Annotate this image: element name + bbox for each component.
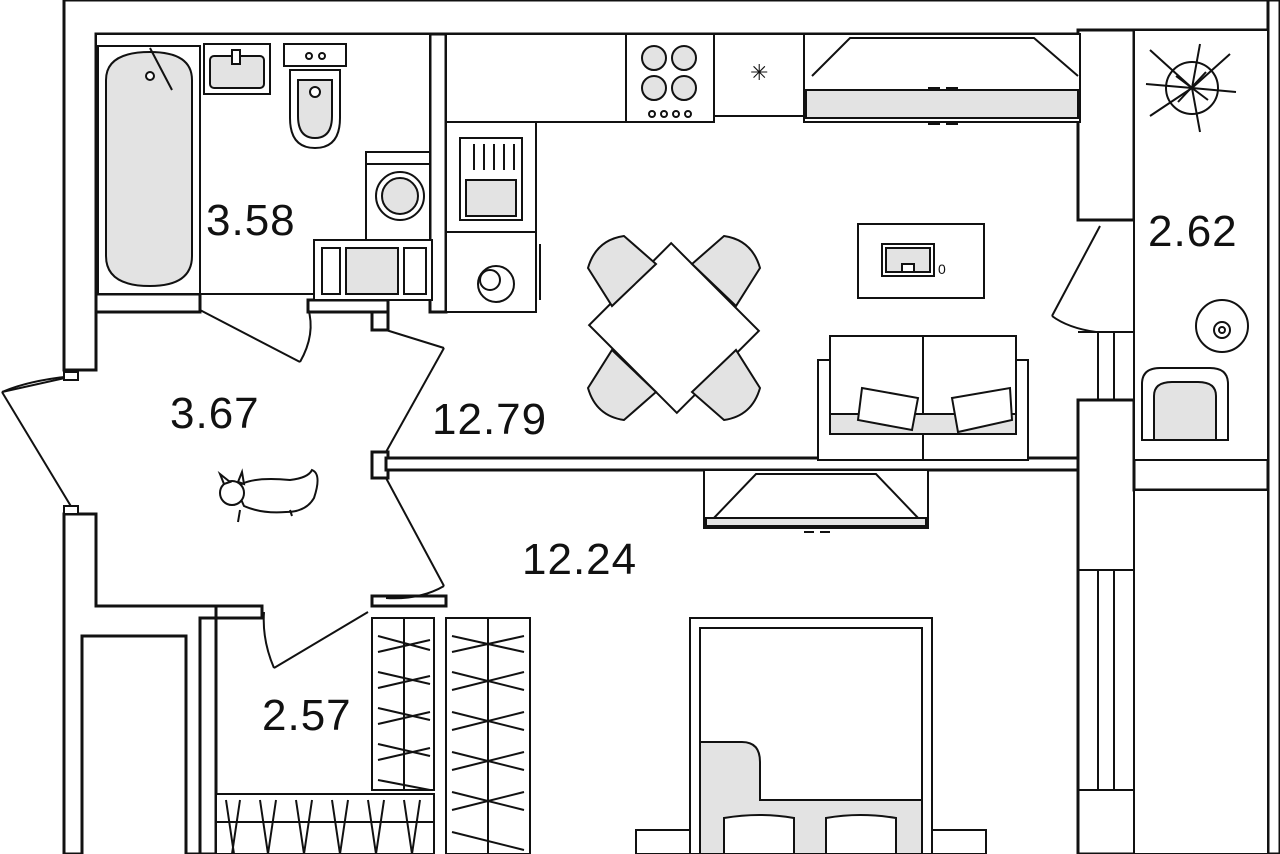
wardrobe-door[interactable] <box>262 611 369 669</box>
tv-unit <box>703 469 929 533</box>
area-label-hallway: 3.67 <box>170 389 260 438</box>
washing-machine <box>365 151 431 241</box>
bathroom: 3.58 <box>95 33 433 363</box>
sofa <box>817 335 1029 461</box>
area-label-balcony: 2.62 <box>1148 207 1238 256</box>
entrance-door[interactable] <box>1 371 79 515</box>
cat-icon <box>217 468 319 523</box>
bed <box>635 617 987 854</box>
kitchen-cabinet <box>803 33 1081 125</box>
toilet <box>283 43 347 150</box>
armchair <box>1141 367 1229 441</box>
area-label-bathroom: 3.58 <box>206 196 296 245</box>
kitchen-counter-top <box>445 33 627 123</box>
kitchen-appliance <box>445 231 541 313</box>
bathtub-basin <box>105 50 193 288</box>
hallway: 3.67 <box>170 329 445 669</box>
balcony: 2.62 <box>1051 29 1269 461</box>
kitchen-door[interactable] <box>385 329 445 453</box>
cabinet-unit <box>313 239 433 301</box>
svg-text:✳: ✳ <box>750 60 768 85</box>
clothes-rack-horizontal <box>215 793 435 854</box>
bathroom-door[interactable] <box>199 307 312 363</box>
kitchen-living: ✳ <box>432 33 1081 461</box>
area-label-wardrobe: 2.57 <box>262 691 352 740</box>
bedroom: 12.24 <box>522 469 987 854</box>
clothes-rack-vertical <box>371 617 435 791</box>
dining-table <box>586 234 762 422</box>
bedroom-wardrobe <box>445 617 531 854</box>
plant-icon <box>1145 43 1237 133</box>
chair-icon <box>586 234 762 422</box>
wardrobe-room: 2.57 <box>215 617 531 854</box>
bedroom-door[interactable] <box>385 477 445 600</box>
kitchen-sink <box>445 121 537 233</box>
side-table <box>1195 299 1249 353</box>
balcony-door[interactable] <box>1051 225 1101 333</box>
stove <box>625 33 715 123</box>
fridge: ✳ <box>713 33 805 117</box>
area-label-bedroom: 12.24 <box>522 535 637 584</box>
area-label-kitchen-living: 12.79 <box>432 395 547 444</box>
laptop-desk: 0 <box>857 223 985 299</box>
laptop-text: 0 <box>938 261 946 277</box>
